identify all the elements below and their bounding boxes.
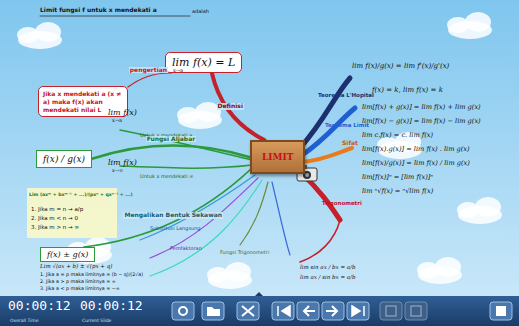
formula-text: lim f(x)	[108, 108, 137, 117]
branch-connector	[212, 73, 264, 140]
branch-connector	[92, 145, 250, 158]
formula-text: 1. Jika m = n → a/p	[31, 206, 83, 212]
formula-text: Fungsi Trigonometri	[220, 250, 269, 256]
formula-text: Trigonometri	[322, 200, 362, 206]
formula-text: 2. Jika m < n → 0	[31, 215, 78, 221]
node-text: f(x) ± g(x)	[47, 250, 88, 259]
formula-text: lim[f(x)/g(x)] = lim f(x) / lim g(x)	[362, 160, 470, 168]
center-board: LIMIT	[250, 140, 305, 174]
branch-label: Fungsi Aljabar	[146, 136, 196, 143]
formula-text: lim ⁿ√f(x) = ⁿ√lim f(x)	[362, 188, 433, 196]
formula-text: lim[f(x) − g(x)] = lim f(x) − lim g(x)	[362, 118, 481, 126]
formula-text: 1. Jika a = p maka limitnya = (b − q)/(2…	[40, 272, 143, 278]
formula-text: 3. Jika a < p maka limitnya = −∞	[40, 286, 120, 292]
branch-label: Definisi	[217, 103, 244, 110]
formula-text: Teorema L'Hopital	[318, 92, 374, 98]
toolbar-tab	[255, 292, 263, 296]
formula-text: x→a	[173, 68, 183, 74]
branch-connector	[128, 73, 171, 87]
formula-text: 2. Jika a > p maka limitnya = ∞	[40, 279, 116, 285]
formula-text: lim[f(x) + g(x)] = lim f(x) + lim g(x)	[362, 104, 481, 112]
timer-text: 00:00:12	[8, 299, 71, 314]
formula-text: Limit fungsi f untuk x mendekati a	[40, 7, 157, 14]
formula-text: Substitusi Langsung	[150, 226, 201, 232]
formula-text: lim sin ax / bx = a/b	[300, 264, 355, 270]
formula-text: x→a	[112, 118, 122, 124]
formula-text: Lim (axᵐ + bxᵐ⁻¹ + ...)/(pxⁿ + qxⁿ⁻¹ + .…	[29, 192, 133, 197]
formula-text: 3. Jika m > n → ∞	[31, 224, 79, 230]
node-text: f(x) / g(x)	[43, 154, 85, 164]
toolbar	[0, 296, 519, 326]
formula-box: f(x) / g(x)	[36, 150, 92, 168]
branch-connector	[84, 170, 250, 247]
clouds	[17, 12, 502, 289]
node-text: LIMIT	[262, 152, 293, 162]
timer-text: 00:00:12	[80, 299, 143, 314]
formula-text: lim f(x)	[108, 158, 137, 167]
branch-label: pengertian	[129, 67, 168, 74]
formula-text: lim ax / sin bx = a/b	[300, 274, 355, 280]
formula-text: lim[f(x).g(x)] = lim f(x) . lim g(x)	[362, 146, 470, 154]
formula-text: Untuk x mendekati ∞	[140, 174, 193, 180]
formula-box: f(x) ± g(x)	[40, 247, 95, 262]
formula-text: Lim √(ax + b) ± √(px + q)	[40, 263, 112, 269]
toolbar-buttons	[172, 302, 512, 320]
formula-text: lim c.f(x) = c. lim f(x)	[362, 132, 433, 140]
formula-text: f(x) = k, lim f(x) = k	[372, 86, 443, 94]
formula-text: Pemfaktoran	[170, 246, 202, 252]
formula-text: lim[f(x)]ⁿ = [lim f(x)]ⁿ	[362, 174, 433, 182]
timer-text: Overall Time	[10, 318, 39, 323]
timer-text: Current Slide	[82, 318, 111, 323]
branch-label: Mengalikan Bentuk Sekawan	[123, 212, 223, 219]
formula-text: lim f(x)/g(x) = lim f'(x)/g'(x)	[352, 62, 449, 70]
formula-text: adalah	[192, 9, 209, 15]
formula-text: x→∞	[112, 168, 123, 174]
formula-text: Sifat	[342, 140, 358, 147]
